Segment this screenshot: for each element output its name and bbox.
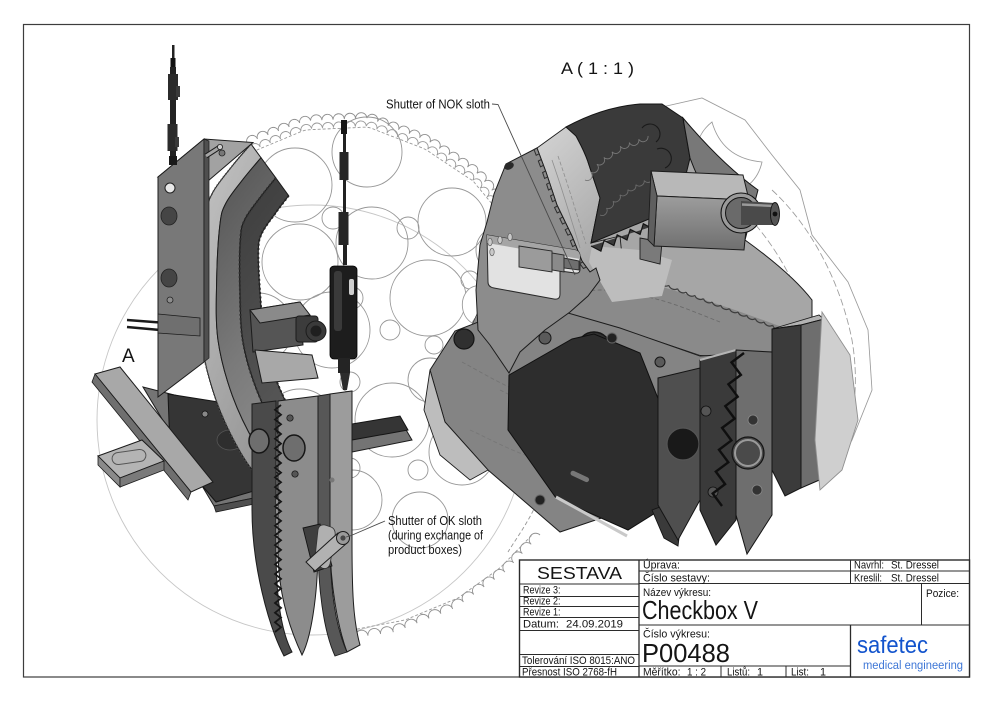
svg-text:Pozice:: Pozice:: [926, 588, 959, 600]
svg-text:SESTAVA: SESTAVA: [537, 563, 622, 583]
svg-text:St. Dressel: St. Dressel: [891, 560, 939, 572]
svg-text:Úprava:: Úprava:: [643, 559, 680, 572]
svg-text:1: 1: [820, 667, 826, 679]
svg-text:Revize 3:: Revize 3:: [523, 585, 561, 597]
svg-text:Přesnost ISO 2768-fH: Přesnost ISO 2768-fH: [522, 667, 617, 679]
svg-text:Název výkresu:: Název výkresu:: [643, 587, 711, 599]
svg-text:safetec: safetec: [857, 632, 928, 659]
svg-text:Checkbox V: Checkbox V: [642, 595, 759, 625]
svg-text:Tolerování ISO 8015:ANO: Tolerování ISO 8015:ANO: [522, 655, 635, 667]
svg-text:A ( 1 : 1 ): A ( 1 : 1 ): [561, 59, 634, 78]
svg-text:Datum:: Datum:: [523, 619, 559, 631]
svg-text:A: A: [122, 346, 135, 367]
svg-text:Shutter of NOK sloth: Shutter of NOK sloth: [386, 97, 490, 112]
svg-text:Revize 2:: Revize 2:: [523, 596, 561, 608]
svg-text:St. Dressel: St. Dressel: [891, 573, 939, 585]
svg-text:24.09.2019: 24.09.2019: [566, 619, 623, 631]
svg-text:1 : 2: 1 : 2: [687, 667, 706, 679]
svg-text:Listů:: Listů:: [727, 667, 750, 679]
svg-text:Navrhl:: Navrhl:: [854, 560, 884, 572]
svg-text:Měřítko:: Měřítko:: [643, 667, 681, 679]
svg-text:Shutter of OK sloth: Shutter of OK sloth: [388, 513, 482, 528]
svg-text:P00488: P00488: [642, 638, 730, 668]
svg-text:Číslo výkresu:: Číslo výkresu:: [643, 628, 710, 641]
svg-text:(during exchange of: (during exchange of: [388, 528, 483, 543]
svg-text:1: 1: [757, 667, 763, 679]
svg-text:List:: List:: [791, 667, 809, 679]
svg-text:Číslo sestavy:: Číslo sestavy:: [643, 572, 710, 585]
svg-text:product boxes): product boxes): [388, 542, 462, 557]
svg-text:Kreslil:: Kreslil:: [854, 573, 882, 585]
svg-text:medical engineering: medical engineering: [863, 658, 963, 672]
svg-text:Revize 1:: Revize 1:: [523, 607, 561, 619]
